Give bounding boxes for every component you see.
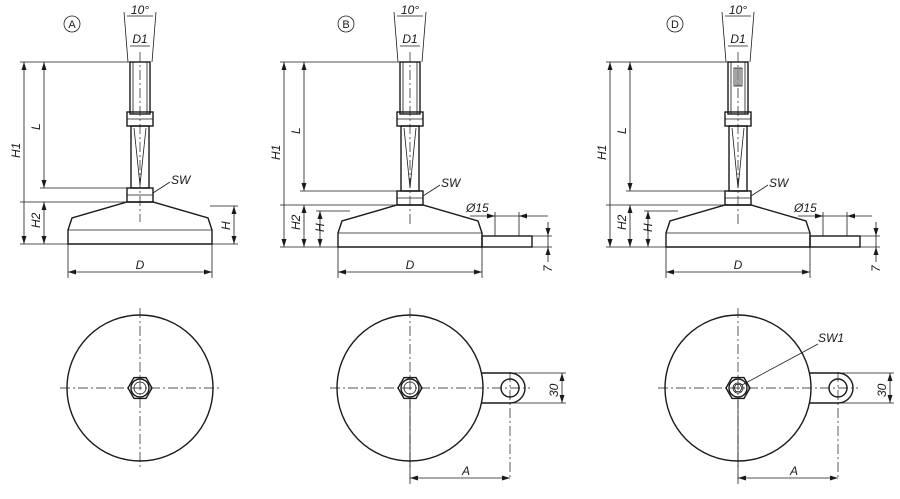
view-b-h-label: H: [313, 223, 327, 232]
view-d-h2-label: H2: [615, 214, 629, 230]
view-d-d-label: D: [734, 258, 743, 272]
view-a-h-label: H: [219, 221, 233, 230]
view-d-l-label: L: [615, 127, 629, 134]
view-a-h2-label: H2: [29, 212, 43, 228]
view-d-h1-label: H1: [595, 145, 609, 160]
view-b-l-label: L: [289, 127, 303, 134]
view-d-badge-circle: [666, 15, 684, 33]
view-d-sw1-label: SW1: [818, 331, 844, 345]
view-d-h-label: H: [641, 223, 655, 232]
view-b: B 10° D1 H1 L H2: [269, 3, 566, 484]
view-b-hole-label: Ø15: [465, 201, 489, 215]
view-d-angle-label: 10°: [729, 3, 747, 17]
view-b-badge: B: [342, 19, 349, 31]
view-b-thk-label: 7: [541, 264, 555, 272]
view-b-h1-label: H1: [269, 145, 283, 160]
view-a-badge-circle: [63, 15, 81, 33]
view-b-sw-label: SW: [441, 176, 462, 190]
view-a-sw-label: SW: [171, 173, 192, 187]
view-d-hole-label: Ø15: [793, 201, 817, 215]
view-d-sw-label: SW: [769, 176, 790, 190]
view-d-badge: D: [671, 19, 679, 31]
view-a: A 10° D1 H1: [9, 3, 238, 468]
view-d-width-label: 30: [875, 383, 889, 397]
view-d: D 10° D1: [595, 3, 894, 484]
view-b-h2-label: H2: [289, 214, 303, 230]
view-d-thk-label: 7: [869, 264, 883, 272]
view-b-badge-circle: [337, 15, 355, 33]
view-a-badge: A: [68, 19, 76, 31]
view-b-a-label: A: [461, 464, 470, 478]
view-b-d-label: D: [406, 258, 415, 272]
view-d-d1-label: D1: [730, 32, 745, 46]
view-a-d-label: D: [136, 258, 145, 272]
view-a-angle-label: 10°: [131, 3, 149, 17]
view-b-width-label: 30: [547, 383, 561, 397]
view-a-h1-label: H1: [9, 143, 23, 158]
view-a-d1-label: D1: [132, 32, 147, 46]
view-a-l-label: L: [29, 123, 43, 130]
view-b-d1-label: D1: [402, 32, 417, 46]
view-b-angle-label: 10°: [401, 3, 419, 17]
view-d-a-label: A: [789, 464, 798, 478]
